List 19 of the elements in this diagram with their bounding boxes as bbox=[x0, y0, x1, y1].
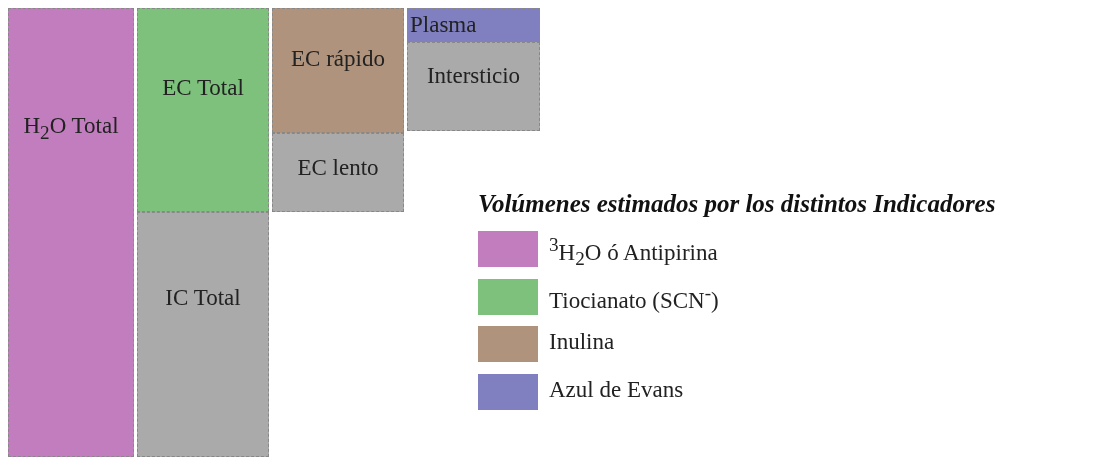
block-label: EC lento bbox=[297, 155, 379, 181]
legend-label: Azul de Evans bbox=[549, 376, 684, 403]
legend-label: $^{3}$H$_{2}$O ó Antipirina bbox=[549, 234, 718, 271]
volume-block bbox=[407, 42, 540, 131]
volume-block bbox=[272, 8, 404, 133]
volume-block bbox=[407, 8, 540, 42]
block-label: Plasma bbox=[410, 12, 477, 38]
volume-block bbox=[137, 212, 269, 457]
legend-label: Tiocianato (SCN$^{-}$) bbox=[549, 281, 719, 314]
block-label: EC rápido bbox=[291, 46, 385, 72]
legend-title: Volúmenes estimados por los distintos Indicadores bbox=[478, 190, 996, 218]
block-label: Intersticio bbox=[426, 63, 521, 89]
block-label: H$_{2}$O Total bbox=[23, 113, 119, 144]
volume-block bbox=[8, 8, 134, 457]
block-label: EC Total bbox=[162, 75, 244, 101]
volume-block bbox=[272, 133, 404, 212]
volume-block bbox=[137, 8, 269, 212]
legend-label: Inulina bbox=[549, 329, 615, 355]
block-label: IC Total bbox=[165, 285, 241, 311]
